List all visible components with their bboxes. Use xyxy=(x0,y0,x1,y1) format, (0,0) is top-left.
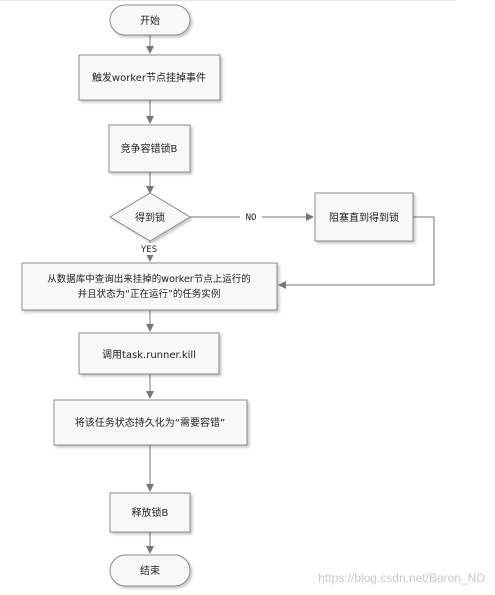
query-node xyxy=(21,262,278,311)
compete-node xyxy=(108,124,191,173)
nodes xyxy=(21,4,414,587)
watermark-text: https://blog.csdn.net/Baron_ND xyxy=(318,571,485,585)
end-node xyxy=(109,554,191,587)
kill-node xyxy=(78,332,220,375)
decision-label: 得到锁 xyxy=(135,211,165,224)
decision-node xyxy=(109,192,191,242)
edge-yes-label-bg xyxy=(134,243,164,255)
query-label-line1: 从数据库中查询出来挂掉的worker节点上运行的 xyxy=(47,273,250,285)
block-node xyxy=(314,192,414,242)
trigger-node xyxy=(78,54,221,101)
edge-block-loop xyxy=(278,216,435,289)
edge-no-label-bg xyxy=(240,211,262,223)
start-label: 开始 xyxy=(140,14,160,27)
trigger-label: 触发worker节点挂掉事件 xyxy=(92,71,206,84)
end-label: 结束 xyxy=(140,564,160,577)
edge-no-label: NO xyxy=(246,213,257,223)
persist-label: 将该任务状态持久化为“需要容错” xyxy=(75,416,225,429)
edge-labels: NO YES xyxy=(134,211,262,255)
block-label: 阻塞直到得到锁 xyxy=(329,211,399,224)
edge-yes-label: YES xyxy=(141,245,157,255)
start-node xyxy=(109,4,191,36)
release-label: 释放锁B xyxy=(132,506,169,519)
top-divider xyxy=(0,0,455,1)
query-label-line2: 并且状态为“正在运行”的任务实例 xyxy=(78,288,221,300)
kill-label: 调用task.runner.kill xyxy=(102,349,196,361)
release-node xyxy=(109,492,191,533)
node-labels: 开始 触发worker节点挂掉事件 竞争容错锁B 得到锁 阻塞直到得到锁 从数据… xyxy=(47,14,399,577)
persist-node xyxy=(53,399,248,446)
compete-label: 竞争容错锁B xyxy=(121,142,178,155)
